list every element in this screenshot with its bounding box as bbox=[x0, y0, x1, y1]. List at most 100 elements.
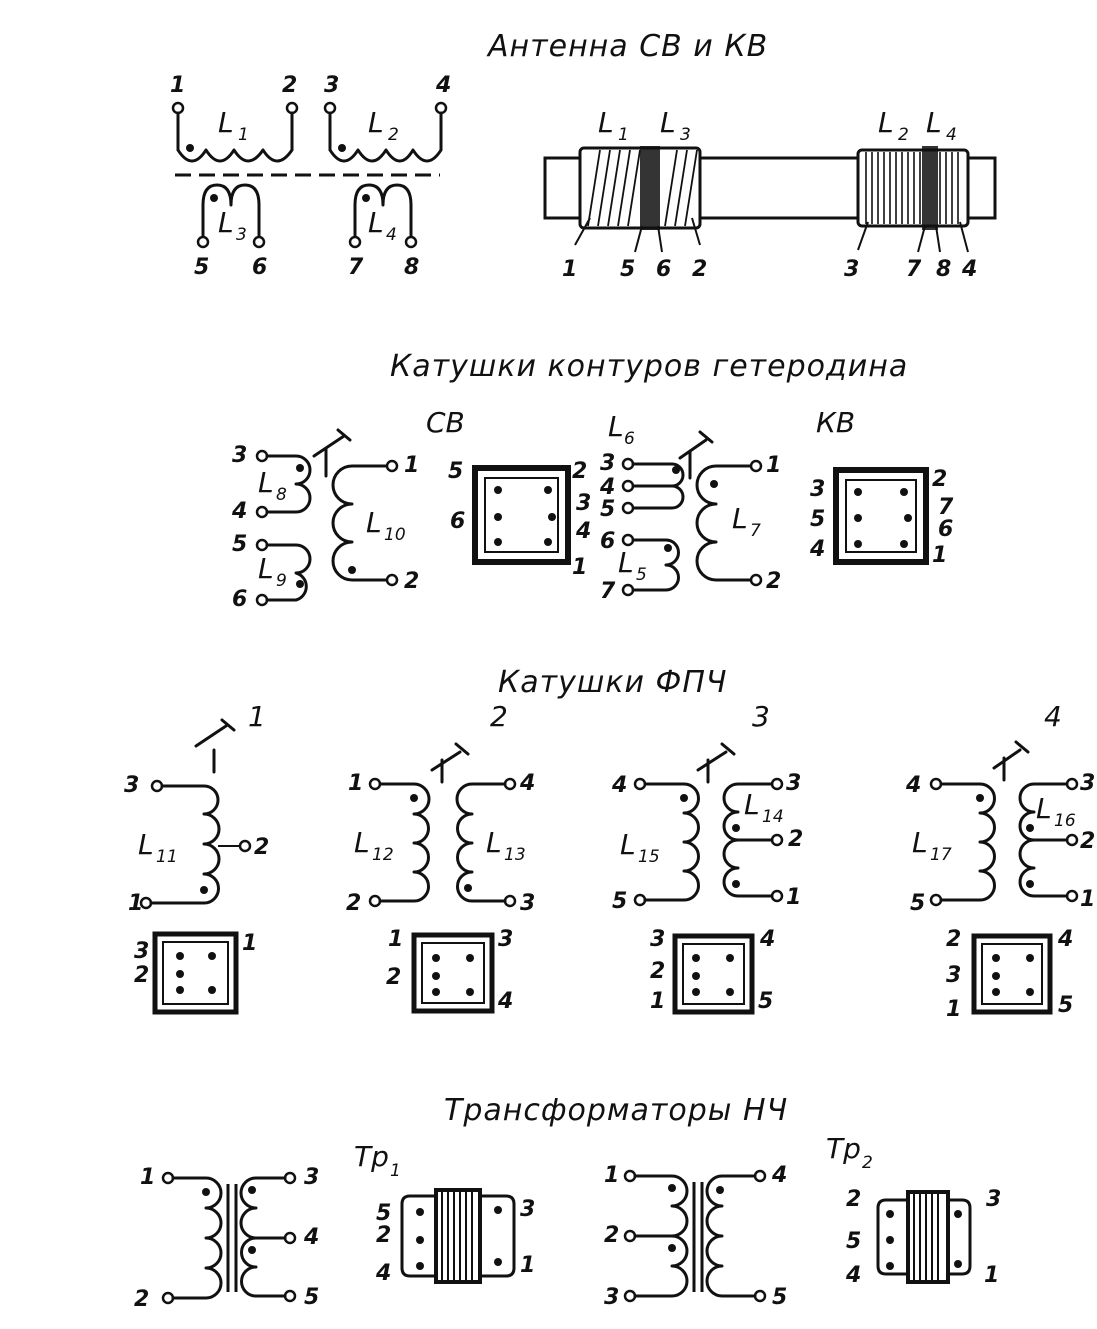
ifc-coil-3: 4 5 3 2 1 L 15 L 14 3 2 1 4 5 bbox=[611, 742, 803, 1015]
svg-text:1: 1 bbox=[238, 125, 249, 145]
svg-text:L: L bbox=[620, 828, 636, 861]
svg-text:3: 3 bbox=[520, 891, 535, 916]
svg-text:7: 7 bbox=[750, 521, 761, 541]
svg-text:6: 6 bbox=[938, 517, 953, 542]
svg-text:3: 3 bbox=[1080, 771, 1095, 796]
svg-text:4: 4 bbox=[303, 1225, 319, 1250]
svg-text:1: 1 bbox=[766, 453, 781, 478]
svg-text:2: 2 bbox=[898, 125, 909, 145]
svg-text:4: 4 bbox=[231, 499, 247, 524]
svg-text:4: 4 bbox=[1057, 927, 1073, 952]
svg-text:4: 4 bbox=[575, 519, 591, 544]
svg-text:3: 3 bbox=[236, 225, 247, 245]
svg-text:L: L bbox=[732, 502, 748, 535]
svg-text:7: 7 bbox=[906, 257, 922, 282]
svg-text:5: 5 bbox=[304, 1285, 319, 1310]
svg-text:L: L bbox=[258, 466, 274, 499]
svg-text:9: 9 bbox=[276, 571, 287, 591]
svg-text:1: 1 bbox=[786, 885, 801, 910]
label-l3: L bbox=[218, 206, 234, 239]
svg-text:1: 1 bbox=[984, 1263, 999, 1288]
svg-text:3: 3 bbox=[520, 1197, 535, 1222]
svg-text:L: L bbox=[366, 506, 382, 539]
svg-text:4: 4 bbox=[611, 773, 627, 798]
svg-text:2: 2 bbox=[788, 827, 803, 852]
svg-text:3: 3 bbox=[844, 257, 859, 282]
svg-text:1: 1 bbox=[128, 891, 143, 916]
antenna-term-2: 2 bbox=[282, 73, 297, 98]
svg-text:8: 8 bbox=[276, 485, 287, 505]
svg-text:4: 4 bbox=[386, 225, 397, 245]
svg-text:8: 8 bbox=[936, 257, 951, 282]
svg-text:3: 3 bbox=[650, 927, 665, 952]
svg-text:3: 3 bbox=[600, 451, 615, 476]
svg-text:15: 15 bbox=[638, 847, 660, 867]
svg-text:1: 1 bbox=[1080, 887, 1095, 912]
svg-text:6: 6 bbox=[232, 587, 247, 612]
svg-text:1: 1 bbox=[932, 543, 947, 568]
svg-text:2: 2 bbox=[134, 963, 149, 988]
svg-text:4: 4 bbox=[599, 475, 615, 500]
ifc-coil-4: 4 5 3 2 1 L 17 L 16 2 3 1 4 5 bbox=[905, 740, 1095, 1022]
lf-transformer-2: 1 2 3 4 5 Тр 2 2 5 4 3 1 bbox=[604, 1132, 1001, 1310]
svg-text:4: 4 bbox=[1044, 700, 1062, 733]
svg-text:7: 7 bbox=[600, 579, 616, 604]
svg-text:3: 3 bbox=[786, 771, 801, 796]
svg-text:1: 1 bbox=[520, 1253, 535, 1278]
svg-text:5: 5 bbox=[600, 497, 615, 522]
svg-text:L: L bbox=[926, 106, 942, 139]
svg-text:7: 7 bbox=[938, 495, 954, 520]
svg-text:5: 5 bbox=[758, 989, 773, 1014]
svg-text:2: 2 bbox=[650, 959, 665, 984]
svg-text:5: 5 bbox=[810, 507, 825, 532]
label-l1: L bbox=[218, 106, 234, 139]
svg-text:4: 4 bbox=[759, 927, 775, 952]
svg-text:1: 1 bbox=[390, 1161, 401, 1181]
svg-text:11: 11 bbox=[156, 847, 178, 867]
svg-text:Тр: Тр bbox=[354, 1140, 389, 1173]
svg-text:5: 5 bbox=[376, 1201, 391, 1226]
svg-text:4: 4 bbox=[809, 537, 825, 562]
antenna-term-6: 6 bbox=[252, 255, 267, 280]
svg-text:СВ: СВ bbox=[426, 406, 465, 439]
svg-text:3: 3 bbox=[604, 1285, 619, 1310]
svg-text:14: 14 bbox=[762, 807, 784, 827]
svg-text:5: 5 bbox=[448, 459, 463, 484]
svg-text:4: 4 bbox=[946, 125, 957, 145]
svg-text:5: 5 bbox=[772, 1285, 787, 1310]
svg-text:3: 3 bbox=[810, 477, 825, 502]
svg-text:L: L bbox=[608, 410, 624, 443]
heterodyne-sv: СВ 3 4 5 6 1 2 L 8 L 9 L 10 5 6 2 3 4 bbox=[231, 406, 591, 612]
svg-text:L: L bbox=[878, 106, 894, 139]
svg-text:2: 2 bbox=[572, 459, 587, 484]
svg-text:L: L bbox=[744, 788, 760, 821]
svg-text:3: 3 bbox=[946, 963, 961, 988]
svg-text:5: 5 bbox=[846, 1229, 861, 1254]
antenna-term-5: 5 bbox=[194, 255, 209, 280]
svg-text:2: 2 bbox=[346, 891, 361, 916]
svg-text:3: 3 bbox=[134, 939, 149, 964]
svg-text:КВ: КВ bbox=[816, 406, 855, 439]
svg-text:1: 1 bbox=[946, 997, 961, 1022]
svg-text:2: 2 bbox=[386, 965, 401, 990]
svg-text:1: 1 bbox=[604, 1163, 619, 1188]
title-lf: Трансформаторы НЧ bbox=[444, 1093, 788, 1128]
antenna-term-8: 8 bbox=[404, 255, 419, 280]
svg-text:6: 6 bbox=[656, 257, 671, 282]
svg-text:1: 1 bbox=[248, 700, 266, 733]
ifc-coil-1: 3 2 1 L 11 3 2 1 bbox=[124, 718, 269, 1015]
svg-text:2: 2 bbox=[254, 835, 269, 860]
ifc-coil-2: 1 2 4 3 L 12 L 13 1 2 3 4 bbox=[346, 742, 535, 1014]
svg-text:L: L bbox=[1036, 792, 1052, 825]
title-ifc: Катушки ФПЧ bbox=[498, 665, 727, 700]
svg-text:2: 2 bbox=[946, 927, 961, 952]
svg-text:2: 2 bbox=[490, 700, 508, 733]
svg-text:5: 5 bbox=[636, 565, 647, 585]
svg-text:1: 1 bbox=[242, 931, 257, 956]
heterodyne-kv: L 6 КВ 3 4 5 6 7 1 2 L 5 L 7 3 5 4 bbox=[599, 406, 954, 604]
svg-text:1: 1 bbox=[618, 125, 629, 145]
svg-text:5: 5 bbox=[910, 891, 925, 916]
svg-text:L: L bbox=[912, 826, 928, 859]
svg-text:3: 3 bbox=[986, 1187, 1001, 1212]
svg-text:1: 1 bbox=[348, 771, 363, 796]
